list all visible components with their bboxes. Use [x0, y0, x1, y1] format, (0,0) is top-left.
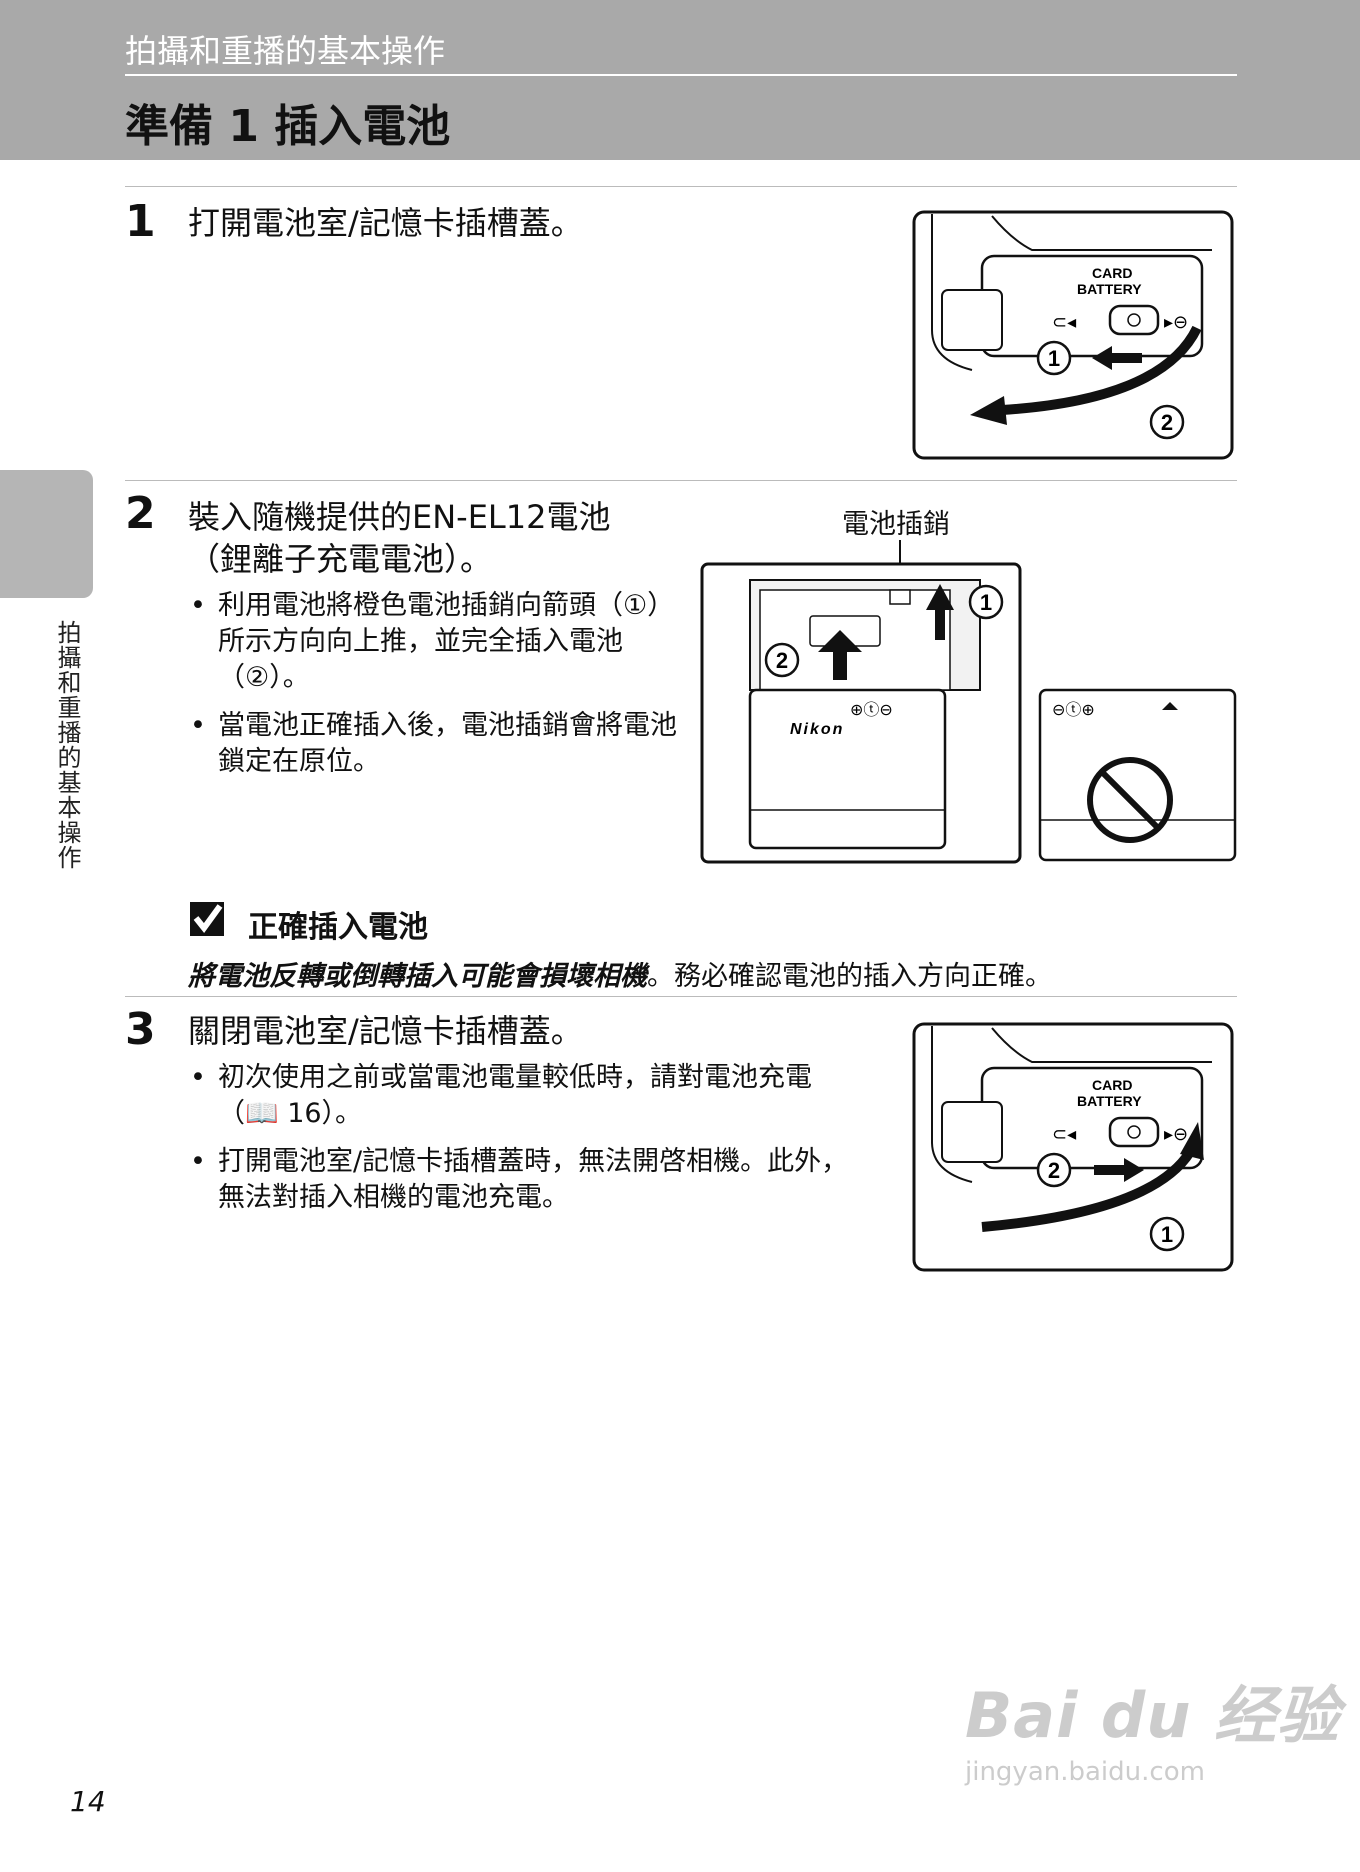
step-3-title: 關閉電池室/記憶卡插槽蓋。 — [188, 1012, 583, 1050]
battery-terminals: ⊖ⓣ⊕ — [1052, 700, 1095, 719]
latch-switch — [1108, 1116, 1160, 1148]
side-tab-label: 拍攝和重播的基本操作 — [53, 620, 81, 870]
note-body: 將電池反轉或倒轉插入可能會損壞相機。務必確認電池的插入方向正確。 — [188, 954, 1052, 993]
note-title: 正確插入電池 — [248, 910, 428, 945]
watermark: Bai du 经验 jingyan.baidu.com — [965, 1665, 1340, 1787]
latch-switch — [1108, 304, 1160, 336]
latch-icon — [889, 589, 911, 605]
section-title: 拍攝和重播的基本操作 — [125, 32, 446, 70]
step-2-bullets: 利用電池將橙色電池插銷向箭頭（①）所示方向向上推，並完全插入電池（②）。 當電池… — [188, 588, 678, 792]
callout-1: 1 — [1161, 1222, 1173, 1247]
arrow-up-icon — [926, 584, 954, 610]
arrow-curved-icon — [1180, 1122, 1204, 1160]
arrow-up-icon — [818, 630, 862, 652]
list-item: 初次使用之前或當電池電量較低時，請對電池充電（📖 16）。 — [188, 1060, 868, 1132]
callout-2: 2 — [776, 648, 788, 673]
note-warning: 將電池反轉或倒轉插入可能會損壞相機 — [188, 961, 647, 992]
checkmark-icon — [190, 902, 224, 936]
callout-1: 1 — [980, 590, 992, 615]
card-label: CARD — [1092, 265, 1132, 281]
divider — [125, 996, 1237, 997]
page-title: 準備 1 插入電池 — [125, 101, 451, 152]
list-item: 當電池正確插入後，電池插銷會將電池鎖定在原位。 — [188, 708, 678, 780]
lock-close-icon: ▸⊖ — [1164, 1124, 1188, 1145]
divider — [125, 186, 1237, 187]
step-1-title: 打開電池室/記憶卡插槽蓋。 — [188, 204, 583, 242]
battery-label: BATTERY — [1077, 281, 1142, 297]
list-item: 利用電池將橙色電池插銷向箭頭（①）所示方向向上推，並完全插入電池（②）。 — [188, 588, 678, 696]
callout-2: 2 — [1048, 1158, 1060, 1183]
prohibited-icon — [1087, 757, 1173, 843]
latch-label: 電池插銷 — [842, 509, 950, 540]
battery — [748, 688, 947, 850]
step-3-number: 3 — [125, 1004, 156, 1055]
step-3-bullets: 初次使用之前或當電池電量較低時，請對電池充電（📖 16）。 打開電池室/記憶卡插… — [188, 1060, 868, 1228]
battery-wrong — [1038, 688, 1237, 862]
note-text: 。務必確認電池的插入方向正確。 — [647, 961, 1052, 992]
step-2-number: 2 — [125, 488, 156, 539]
lock-open-icon: ⊂◂ — [1052, 312, 1076, 333]
list-item: 打開電池室/記憶卡插槽蓋時，無法開啓相機。此外，無法對插入相機的電池充電。 — [188, 1144, 868, 1216]
card-label: CARD — [1092, 1077, 1132, 1093]
battery-brand: Nikon — [790, 721, 844, 738]
page-header: 拍攝和重播的基本操作 準備 1 插入電池 — [0, 0, 1360, 160]
step-2-title-line1: 裝入隨機提供的EN-EL12電池 — [188, 498, 611, 536]
watermark-url: jingyan.baidu.com — [965, 1757, 1205, 1787]
arrow-right-icon — [1124, 1158, 1144, 1182]
insert-battery-illustration: 1 2 ⊕ⓣ⊖ Nikon ⊖ⓣ⊕ — [700, 540, 1237, 864]
battery-label: BATTERY — [1077, 1093, 1142, 1109]
watermark-logo: Bai du 经验 — [965, 1679, 1341, 1752]
callout-2: 2 — [1161, 410, 1173, 435]
battery-terminals: ⊕ⓣ⊖ — [850, 700, 893, 719]
step-2-title-line2: （鋰離子充電電池）。 — [188, 540, 493, 578]
step-1-number: 1 — [125, 196, 156, 247]
arrow-left-icon — [1092, 346, 1112, 370]
header-rule — [125, 74, 1237, 76]
open-cover-illustration: CARD BATTERY ⊂◂ ▸⊖ 1 2 — [912, 210, 1234, 460]
side-tab — [0, 470, 93, 598]
lock-close-icon: ▸⊖ — [1164, 312, 1188, 333]
arrow-curved-icon — [970, 396, 1007, 425]
page-number: 14 — [70, 1785, 106, 1818]
lock-open-icon: ⊂◂ — [1052, 1124, 1076, 1145]
divider — [125, 480, 1237, 481]
close-cover-illustration: CARD BATTERY ⊂◂ ▸⊖ 2 1 — [912, 1022, 1234, 1272]
callout-1: 1 — [1048, 346, 1060, 371]
